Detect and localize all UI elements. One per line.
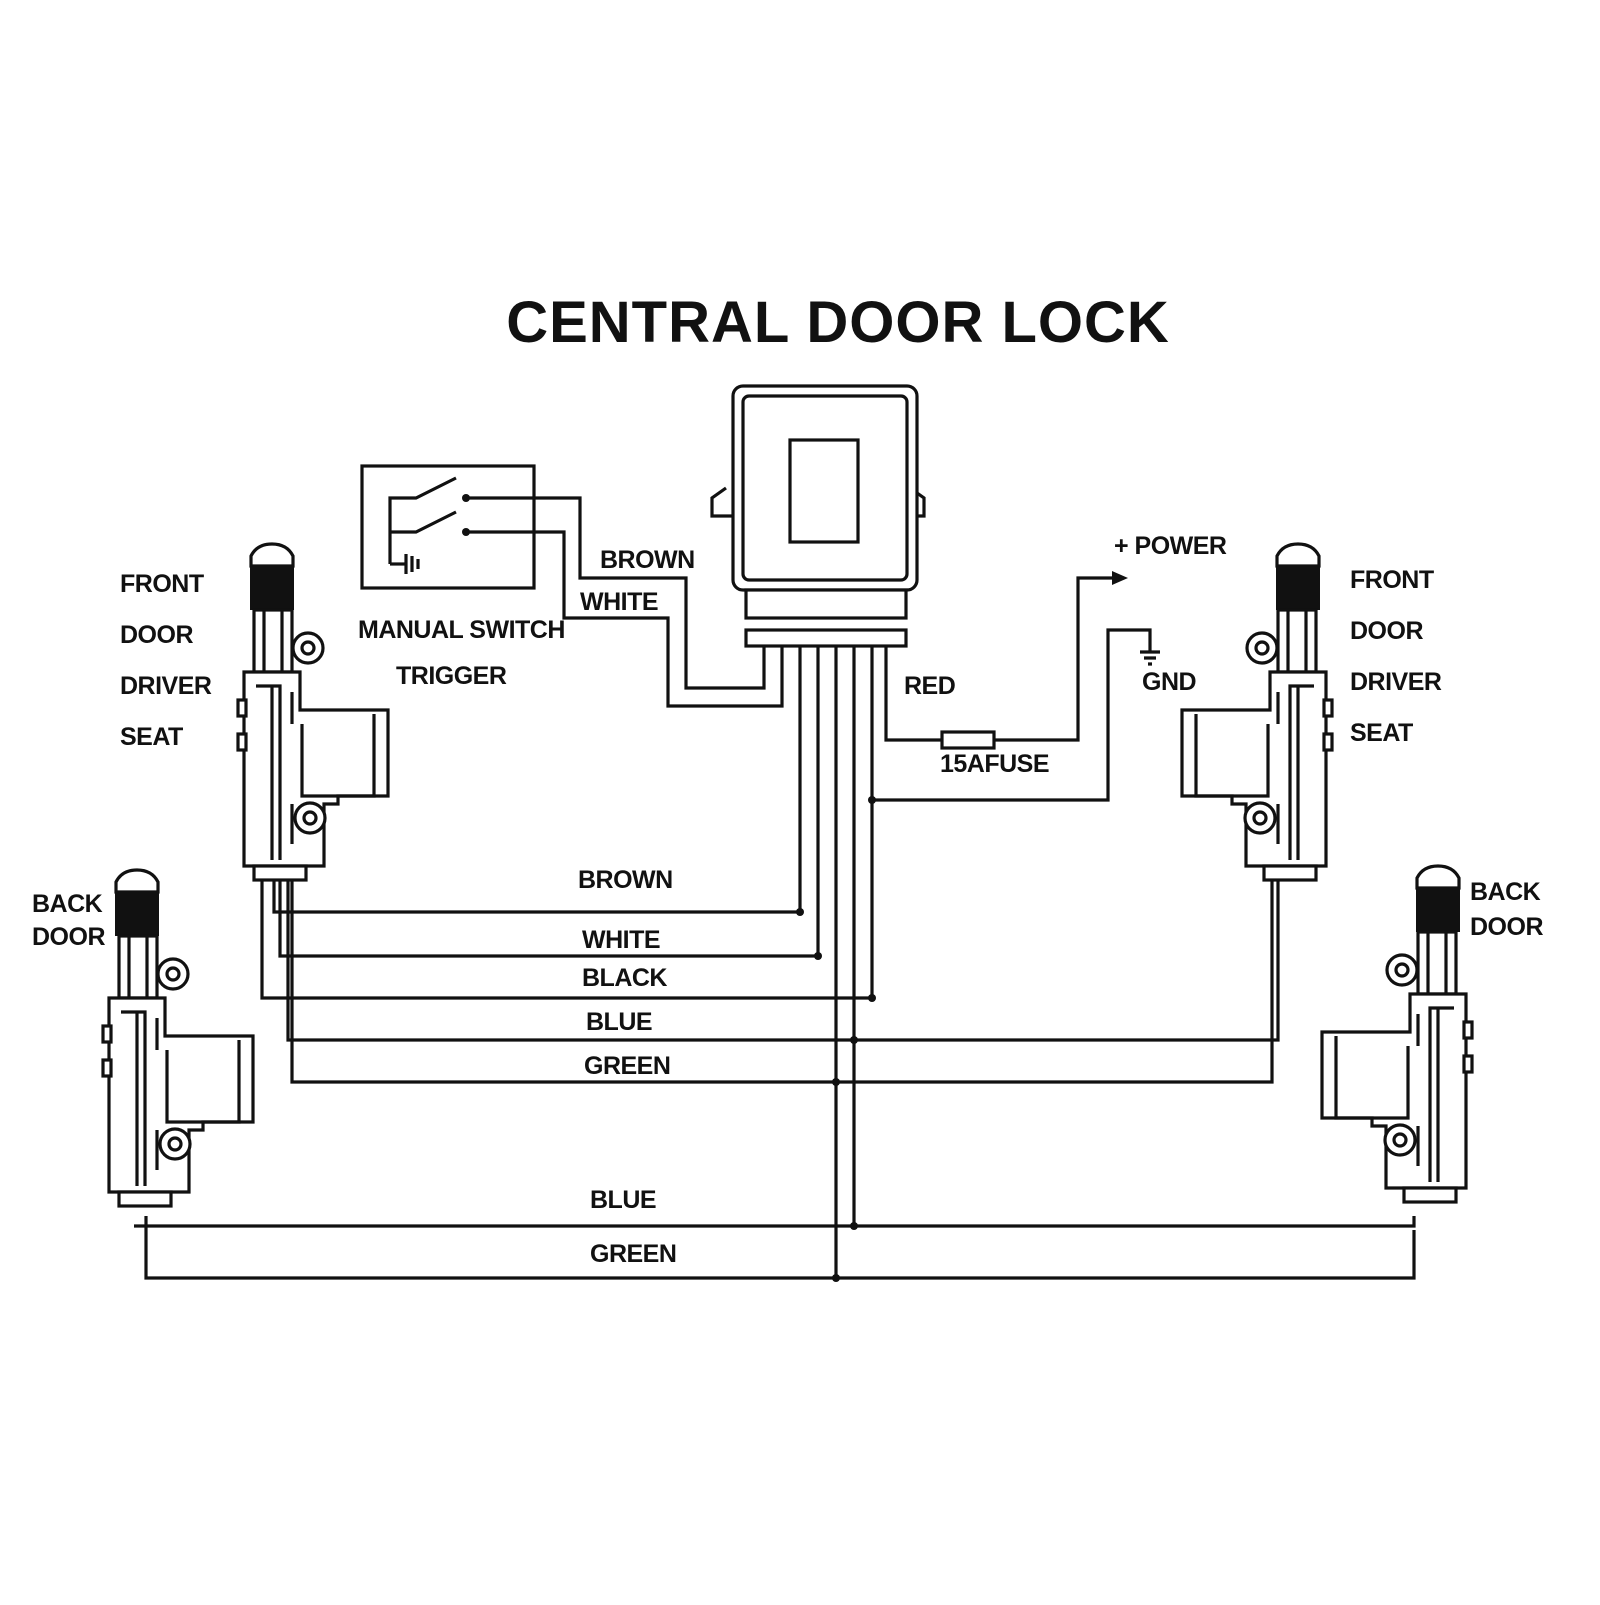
trigger-label: TRIGGER xyxy=(396,662,507,690)
svg-text:DOOR: DOOR xyxy=(1470,913,1543,941)
red-wire-label: RED xyxy=(904,672,955,700)
wire-label-blue-back: BLUE xyxy=(590,1186,656,1214)
svg-text:SEAT: SEAT xyxy=(1350,719,1413,747)
wire-label-white: WHITE xyxy=(582,926,660,954)
wire-label-brown: BROWN xyxy=(578,866,673,894)
svg-text:DOOR: DOOR xyxy=(120,621,193,649)
door-actuator-icon xyxy=(1180,542,1334,882)
fuse-icon xyxy=(940,730,996,750)
svg-text:FRONT: FRONT xyxy=(1350,566,1434,594)
svg-text:SEAT: SEAT xyxy=(120,723,183,751)
wire-label-white-top: WHITE xyxy=(580,588,658,616)
front-right-door-label: FRONT DOOR DRIVER SEAT xyxy=(1350,566,1442,747)
back-left-door-label: BACK DOOR xyxy=(32,890,106,951)
door-actuator-icon xyxy=(101,868,255,1208)
door-actuator-icon xyxy=(1320,864,1474,1204)
svg-text:BACK: BACK xyxy=(32,890,103,918)
manual-switch-icon xyxy=(360,464,536,590)
svg-text:FRONT: FRONT xyxy=(120,570,204,598)
svg-text:DOOR: DOOR xyxy=(32,923,105,951)
back-right-door-label: BACK DOOR xyxy=(1470,878,1544,941)
fuse-label: 15AFUSE xyxy=(940,750,1049,778)
diagram-title: CENTRAL DOOR LOCK xyxy=(506,290,1170,355)
ground-icon xyxy=(1140,650,1160,666)
wire-label-black: BLACK xyxy=(582,964,667,992)
manual-switch-label: MANUAL SWITCH xyxy=(358,616,565,644)
gnd-label: GND xyxy=(1142,668,1196,696)
door-actuator-icon xyxy=(236,542,390,882)
svg-text:BACK: BACK xyxy=(1470,878,1541,906)
svg-text:DRIVER: DRIVER xyxy=(1350,668,1442,696)
power-label: + POWER xyxy=(1114,532,1227,560)
wire-label-green: GREEN xyxy=(584,1052,670,1080)
arrow-right-icon xyxy=(1112,571,1128,585)
front-left-door-label: FRONT DOOR DRIVER SEAT xyxy=(120,570,212,751)
control-unit-icon xyxy=(710,384,926,648)
wire-label-blue: BLUE xyxy=(586,1008,652,1036)
svg-text:DRIVER: DRIVER xyxy=(120,672,212,700)
wire-label-green-back: GREEN xyxy=(590,1240,676,1268)
svg-text:DOOR: DOOR xyxy=(1350,617,1423,645)
wire-label-brown-top: BROWN xyxy=(600,546,695,574)
